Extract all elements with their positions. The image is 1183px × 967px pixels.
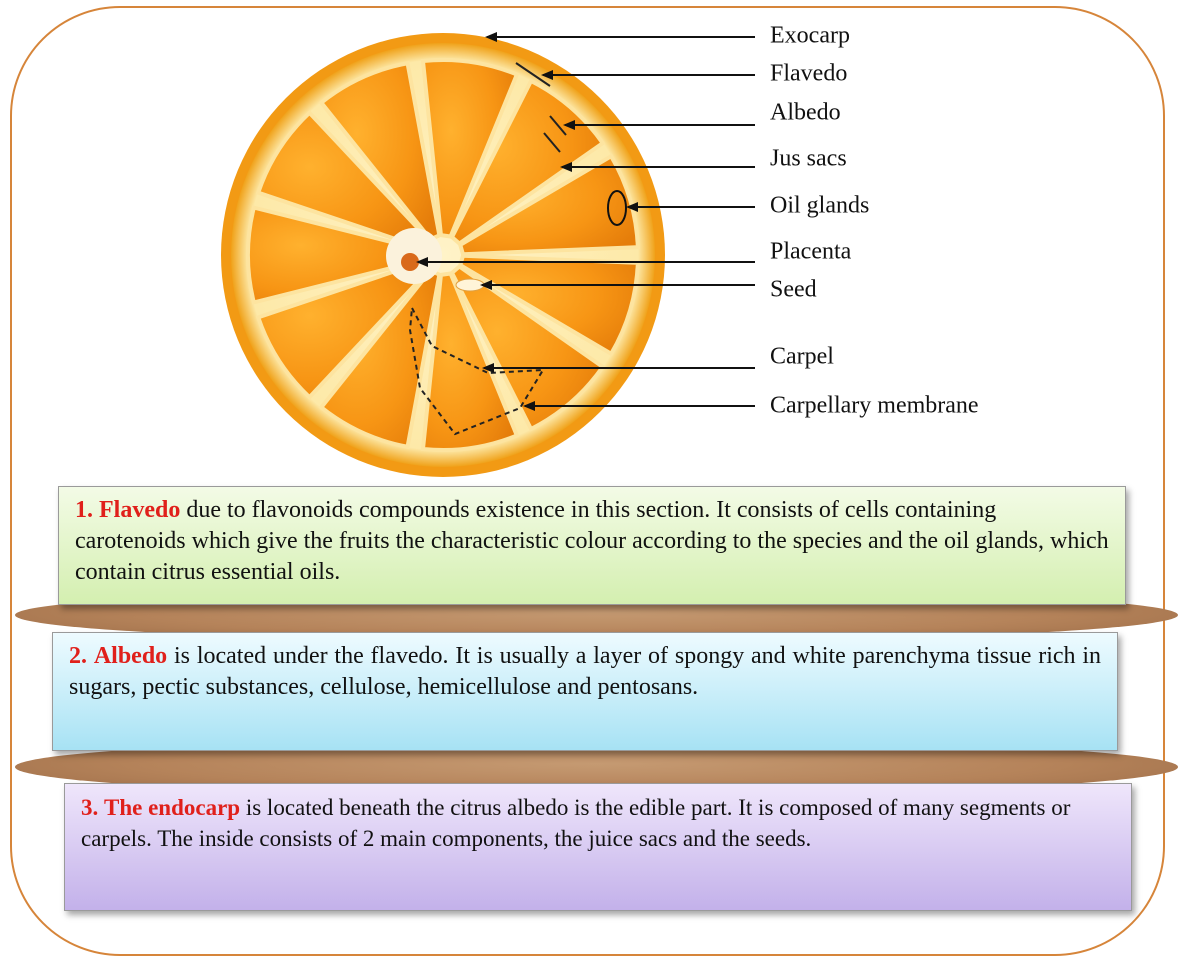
flavedo-description: due to flavonoids compounds existence in… <box>75 497 1109 585</box>
label-placenta: Placenta <box>770 239 852 265</box>
item-number: 1. <box>75 497 93 523</box>
label-seed: Seed <box>770 277 817 303</box>
endocarp-description-box: 3. The endocarp is located beneath the c… <box>64 783 1132 911</box>
flavedo-description-box: 1. Flavedo due to flavonoids compounds e… <box>58 486 1126 605</box>
label-carpel: Carpel <box>770 344 834 370</box>
albedo-description: is located under the flavedo. It is usua… <box>69 643 1101 700</box>
label-oil-glands: Oil glands <box>770 193 869 219</box>
item-number: 3. <box>81 795 98 820</box>
label-carpellary-membrane: Carpellary membrane <box>770 393 979 419</box>
albedo-description-box: 2. Albedo is located under the flavedo. … <box>52 632 1118 751</box>
orange-slice <box>221 33 665 477</box>
label-albedo: Albedo <box>770 100 841 126</box>
term-flavedo: Flavedo <box>99 497 180 523</box>
label-exocarp: Exocarp <box>770 23 850 49</box>
term-albedo: Albedo <box>94 643 167 669</box>
label-jus-sacs: Jus sacs <box>770 146 847 172</box>
item-number: 2. <box>69 643 87 669</box>
term-endocarp: The endocarp <box>104 795 240 820</box>
label-flavedo: Flavedo <box>770 61 847 87</box>
